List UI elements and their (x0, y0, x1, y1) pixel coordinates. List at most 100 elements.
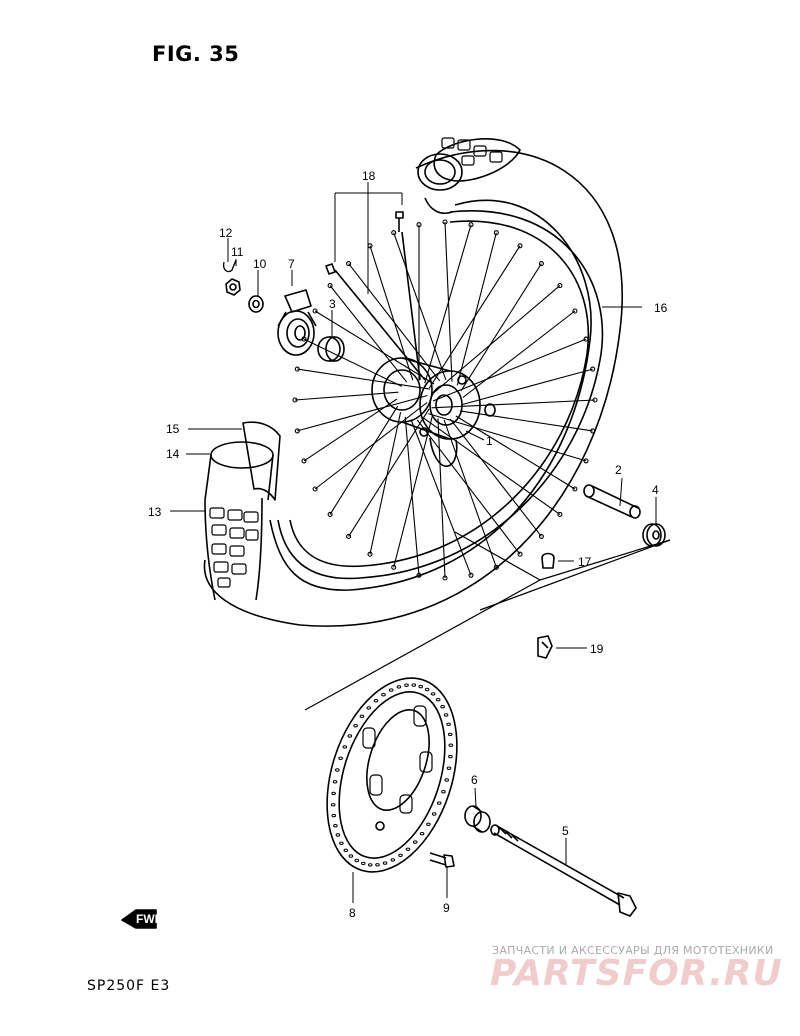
callout-3: 3 (329, 297, 336, 311)
spoke-line (393, 414, 434, 568)
callout-19: 19 (590, 642, 604, 656)
disc-vent-hole (331, 791, 336, 796)
callout-12: 12 (219, 226, 233, 240)
disc-vent-hole (338, 756, 343, 760)
disc-vent-hole (331, 813, 337, 818)
brake-disc-drawing (326, 677, 458, 873)
callout-7: 7 (288, 257, 295, 271)
callout-18: 18 (362, 169, 376, 183)
spoke-line (437, 418, 446, 579)
disc-vent-hole (373, 699, 379, 703)
disc-vent-hole (405, 847, 411, 851)
disc-vent-hole (375, 863, 380, 867)
spoke-nipple (346, 261, 352, 267)
callout-8: 8 (349, 906, 356, 920)
disc-vent-hole (412, 840, 418, 844)
valve-cap-drawing (541, 552, 555, 569)
bearing-drawing (317, 336, 345, 362)
disc-vent-hole (426, 822, 431, 826)
spoke-nipple (493, 564, 499, 570)
disc-vent-hole (446, 766, 452, 770)
spoke-line (329, 405, 399, 515)
spoke-nipple (557, 283, 563, 289)
spoke-nipple (346, 533, 352, 539)
spoke-nipple (590, 428, 596, 434)
disc-vent-hole (430, 692, 436, 696)
watermark-logo: PARTSFOR.RU (490, 953, 783, 994)
disc-vent-hole (431, 812, 437, 816)
watermark-text: ЗАПЧАСТИ И АКСЕССУАРЫ ДЛЯ МОТОТЕХНИКИ (492, 944, 774, 957)
disc-vent-hole (390, 858, 396, 862)
spoke-nipple (468, 222, 474, 228)
spoke-nipple (572, 486, 578, 492)
disc-vent-hole (419, 832, 425, 836)
leader-lines (170, 182, 657, 903)
callout-6: 6 (471, 773, 478, 787)
axle-drawing (490, 824, 637, 917)
hub-drawing (371, 357, 496, 467)
spoke-line (462, 310, 576, 398)
spoke-nipple (294, 366, 300, 372)
washer-drawing (248, 295, 264, 313)
callout-labels: 18 12 11 10 7 3 15 14 13 16 1 2 4 17 19 … (148, 169, 668, 920)
spoke-line (294, 391, 399, 401)
disc-vent-hole (404, 683, 409, 687)
spoke-line (314, 310, 435, 385)
spokes-drawing (292, 219, 598, 581)
tube-drawing (204, 153, 463, 501)
spoke-nipple (538, 533, 544, 539)
spoke-nipple (517, 551, 523, 557)
spoke-nipple (442, 219, 448, 225)
spoke-nipple (583, 336, 589, 342)
fwd-label: FWD (136, 912, 164, 926)
disc-vent-hole (440, 705, 445, 709)
callout-14: 14 (166, 447, 180, 461)
callout-2: 2 (615, 463, 622, 477)
disc-vent-hole (382, 861, 388, 865)
disc-vent-hole (335, 768, 340, 772)
callout-4: 4 (652, 483, 659, 497)
model-code: SP250F E3 (87, 978, 171, 994)
speedometer-gearbox-drawing (277, 289, 317, 356)
spoke-pieces-drawing (325, 211, 426, 381)
disc-bolt-drawing (429, 852, 455, 868)
rim-band-drawing (242, 421, 281, 501)
disc-vent-hole (444, 778, 450, 782)
callout-9: 9 (443, 901, 450, 915)
explode-guide-lines (304, 531, 671, 711)
callout-1: 1 (486, 434, 493, 448)
spoke-line (416, 419, 521, 555)
disc-vent-hole (333, 824, 338, 828)
spoke-line (393, 232, 447, 381)
spoke-line (303, 398, 398, 462)
disc-vent-hole (398, 853, 403, 857)
disc-vent-hole (443, 713, 449, 717)
spoke-line (424, 224, 472, 384)
spoke-nipple (517, 243, 523, 249)
disc-vent-hole (441, 790, 446, 794)
spoke-nipple (590, 366, 596, 372)
disc-vent-hole (436, 801, 442, 805)
spoke-nipple (294, 428, 300, 434)
spoke-nipple (442, 575, 448, 581)
disc-vent-hole (347, 734, 353, 738)
spoke-line (449, 418, 542, 537)
spoke-nipple (391, 564, 397, 570)
spoke-line (369, 411, 402, 555)
spoke-nipple (592, 397, 598, 403)
callout-15: 15 (166, 422, 180, 436)
spoke-nipple (493, 230, 499, 236)
spoke-nipple (583, 458, 589, 464)
spoke-nipple (468, 572, 474, 578)
spoke-line (422, 417, 561, 515)
disc-vent-hole (446, 722, 451, 726)
disc-vent-hole (396, 685, 402, 689)
disc-vent-hole (361, 861, 366, 866)
spoke-line (443, 419, 497, 568)
spoke-line (297, 368, 430, 390)
tire-drawing (203, 137, 623, 627)
callout-5: 5 (562, 824, 569, 838)
disc-vent-hole (381, 693, 386, 697)
spoke-nipple (312, 486, 318, 492)
